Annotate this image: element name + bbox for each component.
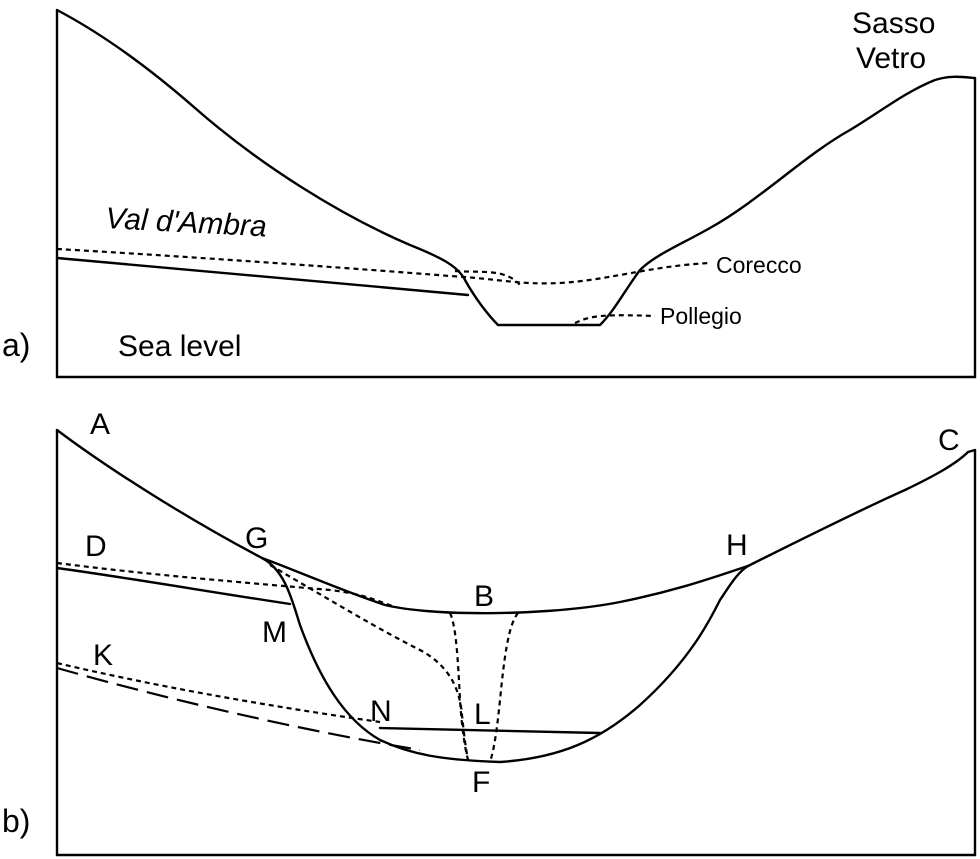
- panel-b-frame: [55, 430, 977, 857]
- pollegio-label: Pollegio: [660, 303, 742, 329]
- sea-level-label: Sea level: [118, 330, 241, 363]
- sasso-vetro-label-line1: Sasso: [852, 7, 935, 40]
- panel-b-gorge-left-dotted: [448, 612, 470, 761]
- panel-a-val-dambra-line: [55, 256, 470, 297]
- panel-b-trough-profile: [260, 556, 750, 764]
- sasso-vetro-label-line2: Vetro: [856, 42, 926, 75]
- panel-a-corecco-dotted-line: [56, 247, 711, 285]
- panel-b-gorge-right-dotted: [488, 612, 519, 763]
- panel-b-k-dashed-line: [56, 666, 421, 752]
- panel-a-terrain-profile: [55, 8, 977, 327]
- panel-a-frame: [55, 10, 977, 379]
- point-n-label: N: [370, 695, 392, 728]
- panel-b: A C D G H B M K N L F b): [2, 408, 977, 857]
- point-h-label: H: [726, 529, 748, 562]
- point-f-label: F: [472, 766, 490, 799]
- point-d-label: D: [85, 530, 107, 563]
- panel-b-terrain-profile: [55, 428, 977, 615]
- point-a-label: A: [90, 408, 110, 441]
- point-l-label: L: [474, 698, 491, 731]
- panel-b-d-line: [55, 566, 292, 606]
- panel-a-floor-dotted-dip: [454, 269, 521, 286]
- panel-a: Sasso Vetro Val d'Ambra Corecco Pollegio…: [2, 7, 977, 379]
- point-k-label: K: [93, 639, 113, 672]
- panel-b-k-dotted-line: [56, 661, 381, 724]
- point-g-label: G: [245, 522, 268, 555]
- panel-b-label: b): [2, 803, 30, 839]
- panel-a-pollegio-dotted-line: [574, 314, 656, 324]
- corecco-label: Corecco: [716, 252, 802, 278]
- panel-a-label: a): [2, 327, 30, 363]
- val-dambra-label: Val d'Ambra: [105, 202, 268, 243]
- panel-b-d-dotted-line: [56, 561, 396, 609]
- point-b-label: B: [474, 580, 494, 613]
- point-m-label: M: [262, 616, 287, 649]
- point-c-label: C: [938, 424, 960, 457]
- panel-b-g-to-l-dotted-curve: [269, 564, 470, 761]
- panel-b-nl-line: [378, 726, 602, 735]
